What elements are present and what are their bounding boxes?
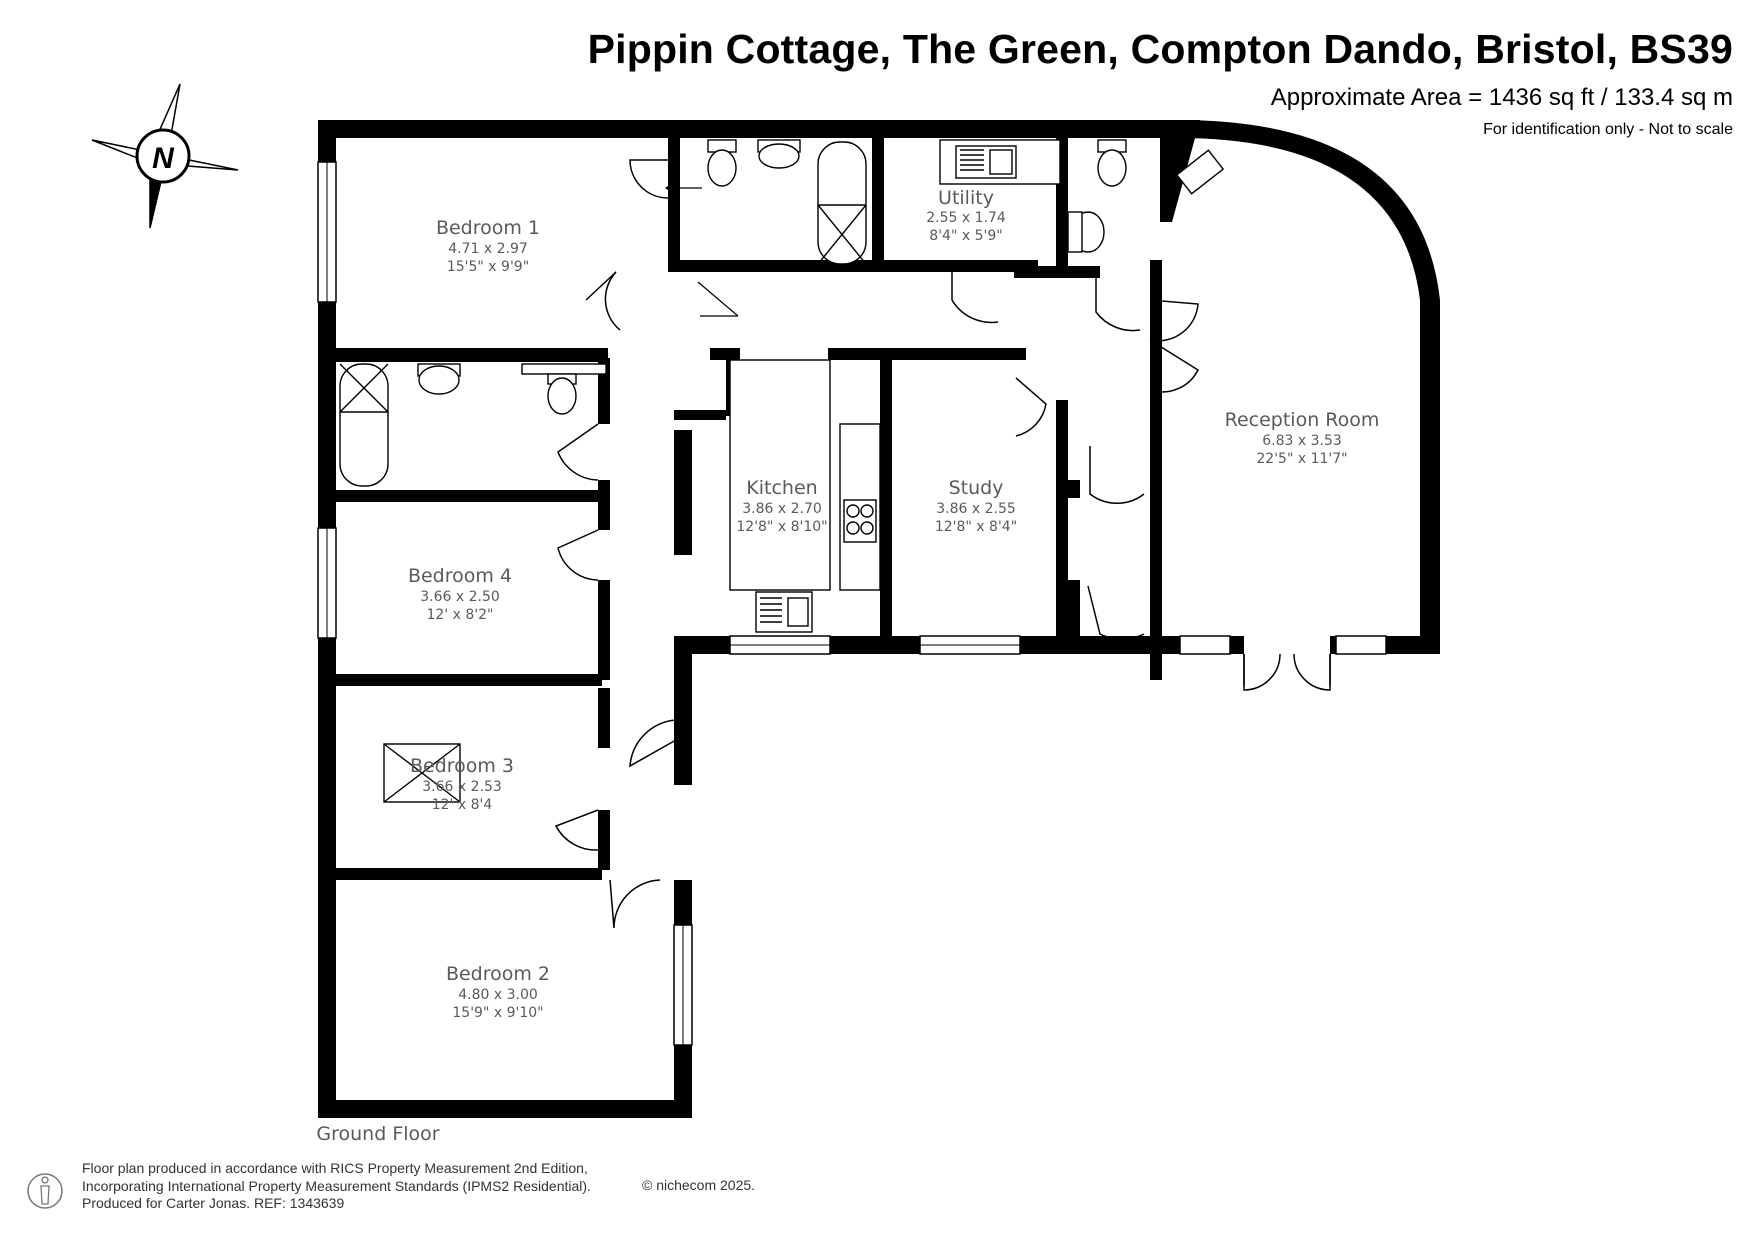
room-reception: Reception Room 6.83 x 3.53 22'5" x 11'7" [1225, 409, 1380, 467]
room-utility: Utility 2.55 x 1.74 8'4" x 5'9" [926, 187, 1006, 244]
room-bedroom-2: Bedroom 2 4.80 x 3.00 15'9" x 9'10" [446, 963, 550, 1021]
sink-icon [418, 365, 460, 395]
chimney-icon [1175, 149, 1225, 195]
room-metric: 6.83 x 3.53 [1262, 433, 1342, 449]
bath-icon [817, 141, 867, 265]
doors [554, 159, 1331, 929]
room-name: Bedroom 3 [410, 755, 514, 777]
room-name: Reception Room [1225, 409, 1380, 431]
footer-line-2: Incorporating International Property Mea… [82, 1177, 591, 1194]
room-imperial: 12' x 8'4 [432, 797, 493, 813]
room-metric: 3.86 x 2.70 [742, 501, 822, 517]
room-metric: 4.71 x 2.97 [448, 241, 528, 257]
room-name: Utility [938, 187, 994, 209]
compass-rose-icon: N [91, 83, 239, 229]
arrows [664, 183, 739, 317]
room-bedroom-3: Bedroom 3 3.66 x 2.53 12' x 8'4 [410, 755, 514, 813]
room-name: Bedroom 2 [446, 963, 550, 985]
room-kitchen: Kitchen 3.86 x 2.70 12'8" x 8'10" [736, 477, 827, 535]
property-title: Pippin Cottage, The Green, Compton Dando… [587, 26, 1733, 72]
bath-icon [339, 363, 389, 487]
room-name: Bedroom 1 [436, 217, 540, 239]
footer-notes: Floor plan produced in accordance with R… [82, 1160, 591, 1213]
room-imperial: 12'8" x 8'10" [736, 519, 827, 535]
room-metric: 4.80 x 3.00 [458, 987, 538, 1003]
room-imperial: 15'9" x 9'10" [452, 1005, 543, 1021]
room-imperial: 22'5" x 11'7" [1256, 451, 1347, 467]
skylight-icon [383, 743, 461, 803]
footer-line-1: Floor plan produced in accordance with R… [82, 1160, 588, 1176]
footer-line-3: Produced for Carter Jonas. REF: 1343639 [82, 1195, 345, 1211]
room-name: Bedroom 4 [408, 565, 512, 587]
room-imperial: 15'5" x 9'9" [447, 259, 529, 275]
person-icon [27, 1173, 63, 1209]
room-metric: 3.66 x 2.53 [422, 779, 502, 795]
scale-disclaimer: For identification only - Not to scale [1483, 121, 1733, 138]
room-study: Study 3.86 x 2.55 12'8" x 8'4" [935, 477, 1017, 535]
kitchen-counter [729, 359, 831, 591]
room-name: Study [949, 477, 1004, 499]
room-imperial: 8'4" x 5'9" [929, 228, 1002, 244]
compass-north-label: N [152, 142, 175, 175]
room-metric: 3.86 x 2.55 [936, 501, 1016, 517]
windows [317, 161, 1387, 1046]
room-bedroom-4: Bedroom 4 3.66 x 2.50 12' x 8'2" [408, 565, 512, 623]
room-bedroom-1: Bedroom 1 4.71 x 2.97 15'5" x 9'9" [436, 217, 540, 275]
room-imperial: 12'8" x 8'4" [935, 519, 1017, 535]
copyright: © nichecom 2025. [642, 1177, 756, 1193]
floor-label: Ground Floor [316, 1123, 439, 1145]
approximate-area: Approximate Area = 1436 sq ft / 133.4 sq… [1270, 84, 1733, 111]
toilet-icon [547, 377, 577, 415]
room-metric: 3.66 x 2.50 [420, 589, 500, 605]
room-name: Kitchen [746, 477, 817, 499]
sink-icon [758, 143, 800, 169]
room-imperial: 12' x 8'2" [427, 607, 494, 623]
fixtures [339, 139, 1225, 803]
room-metric: 2.55 x 1.74 [926, 210, 1006, 226]
